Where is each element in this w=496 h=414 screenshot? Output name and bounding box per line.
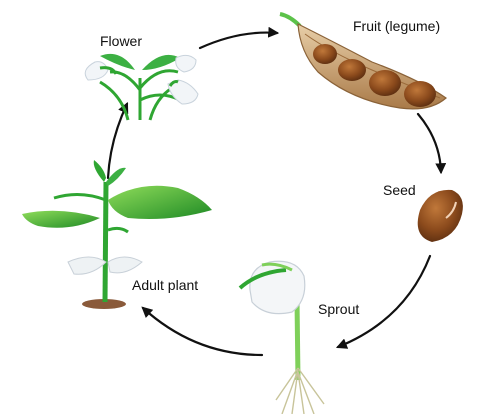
arrow-fruit-to-seed (418, 114, 441, 172)
label-sprout: Sprout (318, 301, 359, 317)
sprout-illustration (240, 261, 324, 414)
arrow-adult-to-flower (108, 104, 127, 178)
arrow-sprout-to-adult (143, 308, 262, 355)
label-seed: Seed (383, 182, 416, 198)
flower-illustration (85, 54, 198, 120)
label-adult-plant: Adult plant (132, 277, 198, 293)
label-flower: Flower (100, 33, 142, 49)
label-fruit-legume: Fruit (legume) (353, 18, 440, 34)
seed-illustration (418, 190, 463, 242)
arrow-flower-to-fruit (200, 33, 277, 48)
